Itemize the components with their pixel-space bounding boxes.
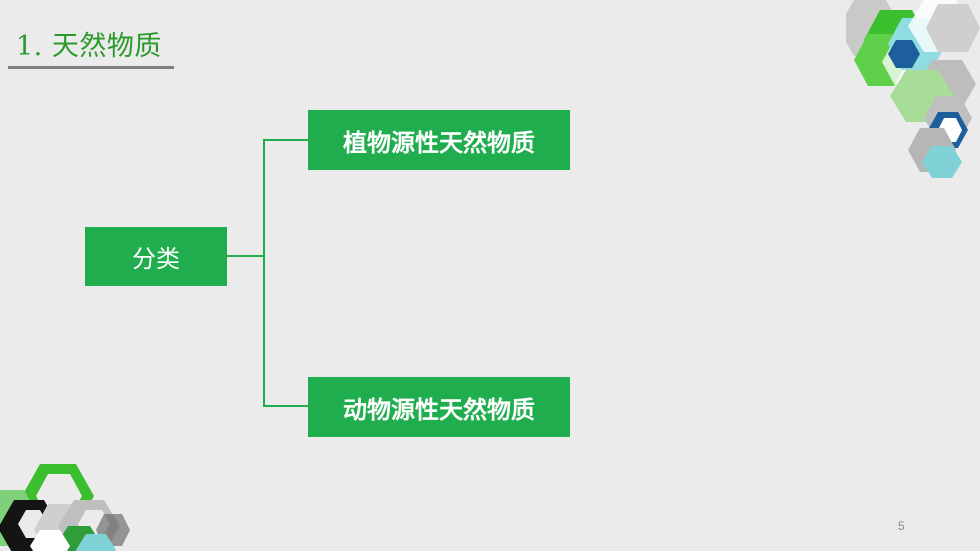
child-node-plant: 植物源性天然物质: [308, 110, 570, 170]
hexagon-decoration-top-right: [846, 0, 980, 178]
page-number: 5: [898, 519, 905, 533]
child-node-animal: 动物源性天然物质: [308, 377, 570, 437]
root-node: 分类: [85, 227, 227, 286]
slide-title: 1. 天然物质: [16, 31, 162, 62]
title-underline: [8, 66, 174, 69]
hexagon-decoration-bottom-left: [0, 464, 130, 551]
